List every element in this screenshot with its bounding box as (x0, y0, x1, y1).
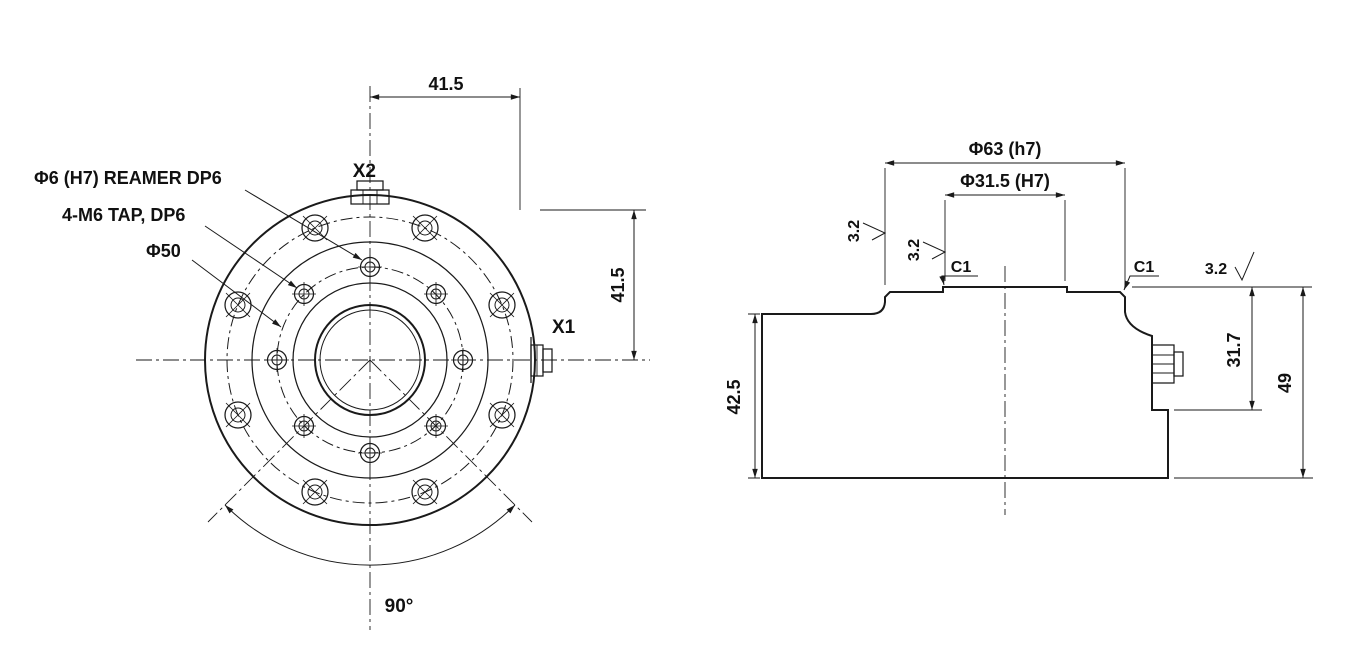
chamfer-callout-outer: C1 (1123, 259, 1159, 291)
boss-outer-circle (251, 241, 489, 479)
roughness-check-icon (862, 222, 887, 241)
callout-reamer: Φ6 (H7) REAMER DP6 (34, 168, 363, 261)
dimension-value: 49 (1275, 373, 1295, 393)
chamfer-callout-bore: C1 (939, 259, 978, 286)
callout-reamer-text: Φ6 (H7) REAMER DP6 (34, 168, 222, 188)
angle-leg-left (207, 359, 371, 523)
leader-line (204, 225, 298, 289)
dimension-value: Φ63 (h7) (969, 139, 1042, 159)
extension-lines (1132, 286, 1312, 411)
flange-outer-circle (204, 194, 536, 526)
front-view: X2 X1 41.5 41.5 90° Φ6 (H7) REAMER (34, 74, 650, 630)
dimension-value: 41.5 (428, 74, 463, 94)
angle-leg-right (369, 359, 533, 523)
leader-line (244, 189, 363, 261)
roughness-value: 3.2 (846, 220, 863, 242)
angle-arc (224, 504, 516, 566)
tap-hole (424, 414, 448, 438)
mounting-hole (224, 401, 252, 429)
callout-tap-text: 4-M6 TAP, DP6 (62, 205, 185, 225)
body-outline (761, 286, 1169, 479)
tap-hole (424, 282, 448, 306)
side-view: Φ63 (h7) Φ31.5 (H7) 3.2 3.2 3.2 C1 C1 (724, 139, 1313, 515)
mounting-hole (488, 291, 516, 319)
dimension-body-height: 42.5 (724, 313, 760, 479)
leader-line (191, 259, 282, 328)
chamfer-value: C1 (951, 259, 972, 276)
extension-lines (884, 168, 1126, 285)
reamer-hole (265, 348, 289, 372)
callout-bolt-circle: Φ50 (146, 241, 282, 328)
connector-x1 (530, 337, 553, 383)
dimension-value: 41.5 (608, 267, 628, 302)
dimension-value: Φ31.5 (H7) (960, 171, 1050, 191)
angle-value: 90° (385, 596, 414, 617)
surface-roughness-bore: 3.2 (906, 239, 947, 261)
roughness-value: 3.2 (1205, 261, 1227, 278)
dimension-total-height: 49 (1174, 287, 1313, 479)
roughness-value: 3.2 (906, 239, 923, 261)
surface-roughness-outer: 3.2 (846, 220, 887, 242)
roughness-check-icon (1234, 251, 1255, 282)
dimension-vertical-41-5: 41.5 (540, 209, 646, 360)
roughness-check-icon (922, 241, 947, 260)
dimension-value: 42.5 (724, 379, 744, 414)
dimension-value: 31.7 (1224, 332, 1244, 367)
leader-line (939, 275, 978, 286)
reamer-hole (358, 441, 382, 465)
extension-lines (944, 200, 1066, 281)
mounting-hole (224, 291, 252, 319)
extension-lines (748, 313, 760, 479)
mounting-hole (411, 478, 439, 506)
connector-x2 (350, 180, 390, 205)
dimension-horizontal-41-5: 41.5 (370, 74, 521, 210)
outer-bolt-circle (226, 216, 514, 504)
reamer-hole (358, 255, 382, 279)
dimension-angle-90: 90° (224, 504, 516, 617)
dimension-outer-diameter: Φ63 (h7) (884, 139, 1126, 285)
surface-roughness-general: 3.2 (1205, 251, 1255, 282)
mounting-hole (488, 401, 516, 429)
chamfer-value: C1 (1134, 259, 1155, 276)
connector-side-view (1151, 344, 1184, 384)
mounting-hole (411, 214, 439, 242)
mounting-hole (301, 478, 329, 506)
dimension-bore-diameter: Φ31.5 (H7) (944, 171, 1066, 281)
boss-inner-circle (292, 282, 448, 438)
leader-line (1123, 275, 1159, 291)
center-bore-circle (314, 304, 426, 416)
connector-x1-label: X1 (552, 317, 576, 338)
callout-bolt-circle-text: Φ50 (146, 241, 181, 261)
center-bore-chamfer-circle (319, 309, 421, 411)
tap-hole (292, 414, 316, 438)
mounting-hole (301, 214, 329, 242)
tap-hole (292, 282, 316, 306)
reamer-hole (451, 348, 475, 372)
connector-x2-label: X2 (353, 161, 376, 182)
dimension-step-height: 31.7 (1132, 286, 1312, 411)
callout-tap: 4-M6 TAP, DP6 (62, 205, 298, 289)
